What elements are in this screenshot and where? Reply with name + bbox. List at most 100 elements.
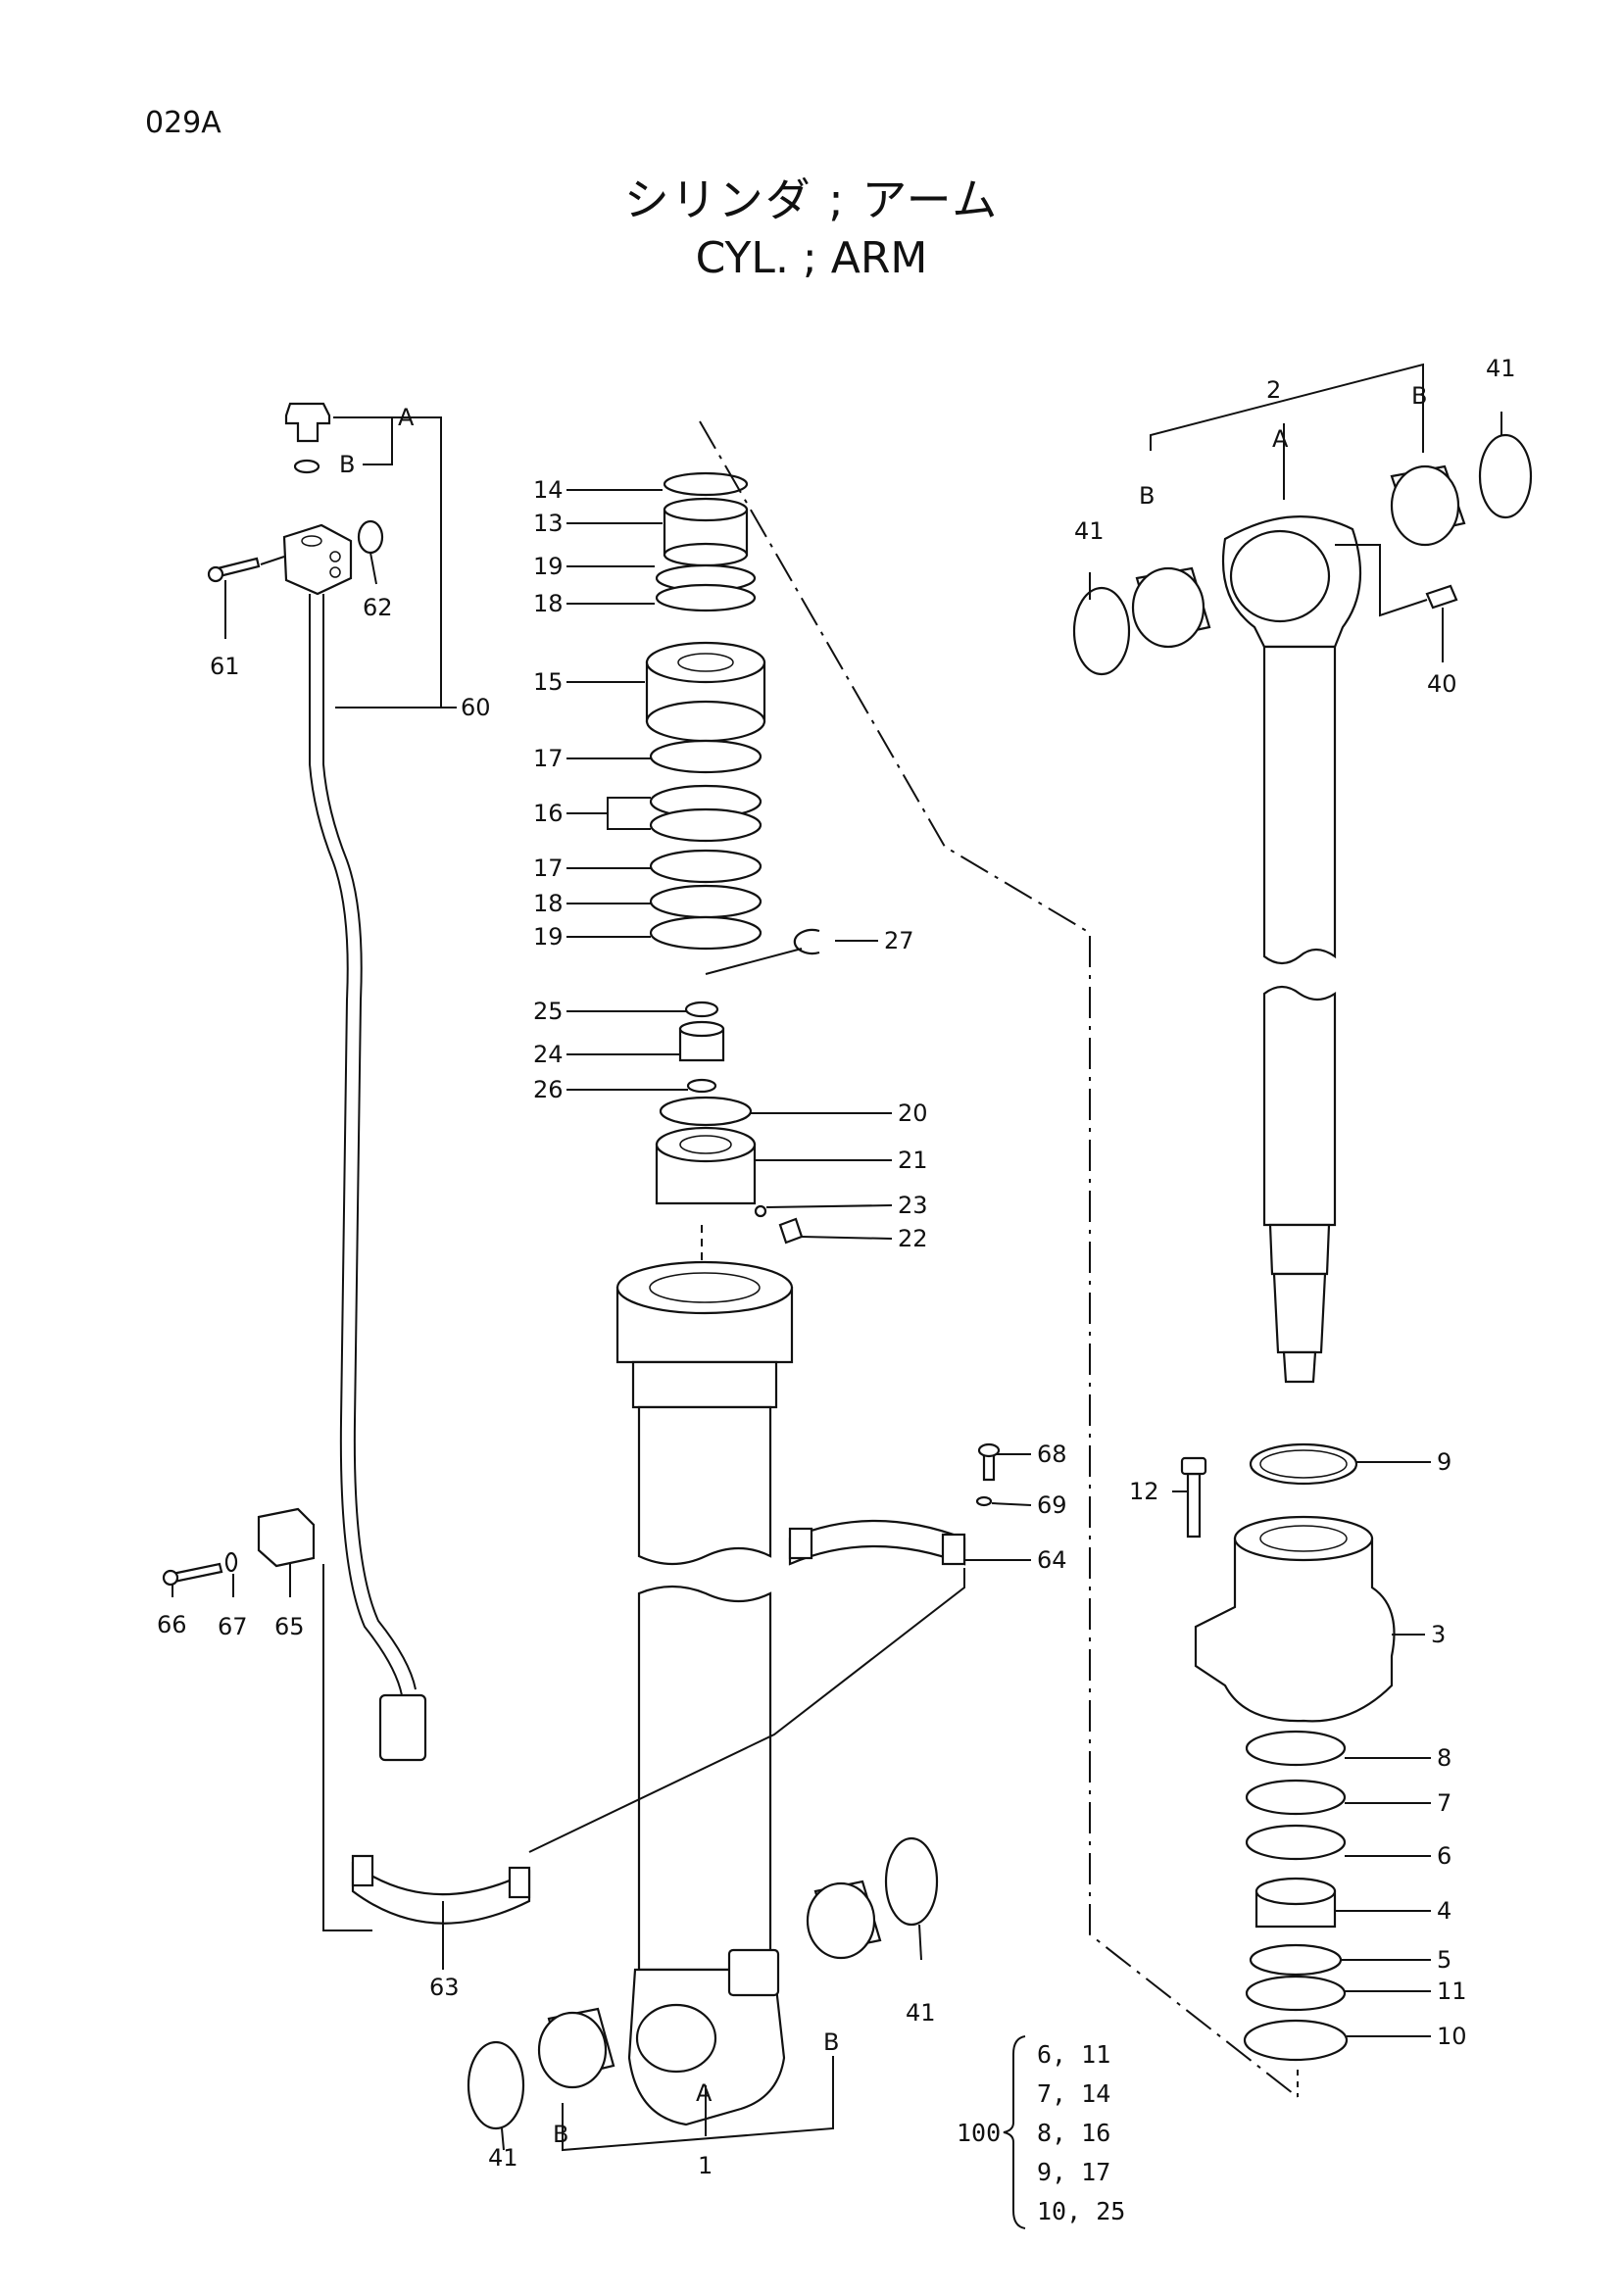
callout-69: 69: [1037, 1491, 1067, 1519]
ring-icon: [1245, 1824, 1347, 1861]
washer-icon: [975, 1495, 993, 1507]
hose-assembly: [207, 402, 457, 1762]
callout-67: 67: [218, 1613, 248, 1640]
callout-19: 19: [533, 553, 564, 580]
seal-kit-brace: [1003, 2035, 1026, 2229]
head-assembly: [1180, 1442, 1396, 2097]
snap-ring-icon: [793, 928, 820, 955]
callout-9: 9: [1437, 1448, 1451, 1476]
callout-17: 17: [533, 855, 564, 882]
letter-key-b: B: [1411, 382, 1427, 410]
callout-10: 10: [1437, 2023, 1467, 2050]
bolt-icon: [982, 1452, 996, 1482]
callout-41: 41: [906, 1999, 936, 2027]
bolt-icon: [216, 557, 261, 578]
o-ring-icon: [293, 459, 320, 474]
letter-key-b: B: [553, 2121, 568, 2148]
clamp-icon: [351, 1861, 531, 1925]
callout-21: 21: [898, 1147, 928, 1174]
o-ring-icon: [1243, 2019, 1349, 2062]
o-ring-icon: [659, 1096, 753, 1127]
callout-24: 24: [533, 1041, 564, 1068]
seal-kit-row: 9, 17: [1037, 2158, 1111, 2186]
cylinder-tube: [467, 1260, 939, 2152]
elbow-block-icon: [282, 523, 353, 596]
callout-17: 17: [533, 745, 564, 772]
ring-icon: [684, 1001, 719, 1018]
rod-icon: [1262, 645, 1337, 965]
title-japanese: シリンダ ; アーム: [623, 173, 1000, 226]
block-icon: [257, 1507, 316, 1568]
callout-4: 4: [1437, 1897, 1451, 1925]
grease-fitting-icon: [1425, 584, 1458, 610]
ring-icon: [655, 583, 757, 612]
callout-15: 15: [533, 668, 564, 696]
seal-ring-icon: [1072, 586, 1131, 676]
callout-64: 64: [1037, 1546, 1067, 1574]
letter-key-a: A: [696, 2079, 713, 2107]
callout-8: 8: [1437, 1744, 1451, 1772]
callout-25: 25: [533, 998, 564, 1025]
ring-icon: [1245, 1975, 1347, 2012]
seal-ring-icon: [1478, 433, 1533, 519]
callout-18: 18: [533, 590, 564, 617]
callout-26: 26: [533, 1076, 564, 1103]
ring-icon: [1245, 1779, 1347, 1816]
leader-lines: [172, 412, 1502, 2151]
seal-icon: [663, 471, 749, 497]
ring-icon: [649, 884, 762, 919]
seal-kit-row: 8, 16: [1037, 2119, 1111, 2147]
callout-2: 2: [1266, 376, 1281, 404]
callout-41: 41: [1074, 517, 1105, 545]
callout-27: 27: [884, 927, 914, 954]
phantom-line: [699, 420, 1299, 2098]
callout-12: 12: [1129, 1478, 1159, 1505]
callout-18: 18: [533, 890, 564, 917]
letter-key-a: A: [1272, 425, 1289, 453]
callout-41: 41: [1486, 355, 1516, 382]
bolt-icon: [1186, 1472, 1202, 1539]
callout-66: 66: [157, 1611, 187, 1638]
callout-19: 19: [533, 923, 564, 951]
callout-6: 6: [1437, 1842, 1451, 1870]
callout-3: 3: [1431, 1621, 1446, 1648]
callout-13: 13: [533, 510, 564, 537]
letter-key-a: A: [398, 404, 415, 431]
seal-ring-icon: [1249, 1442, 1358, 1486]
piston-stack: [645, 471, 820, 1264]
seal-kit-row: 10, 25: [1037, 2197, 1126, 2225]
seal-ring-icon: [884, 1836, 939, 1927]
ring-icon: [649, 739, 762, 774]
callout-40: 40: [1427, 670, 1457, 698]
seal-kit-row: 7, 14: [1037, 2079, 1111, 2108]
callout-61: 61: [210, 653, 240, 680]
callout-41: 41: [488, 2144, 518, 2172]
page-code: 029A: [145, 106, 221, 140]
plug-icon: [284, 402, 331, 443]
cylinder-head-icon: [1194, 1537, 1396, 1723]
hose-pipe-icon: [309, 594, 403, 1696]
set-screw-icon: [778, 1217, 804, 1245]
o-ring-icon: [357, 519, 384, 555]
callout-7: 7: [1437, 1789, 1451, 1817]
callout-62: 62: [363, 594, 393, 621]
seal-kit-row: 6, 11: [1037, 2040, 1111, 2069]
callout-68: 68: [1037, 1441, 1067, 1468]
callout-63: 63: [429, 1974, 460, 2001]
callout-14: 14: [533, 476, 564, 504]
seal-kit-number: 100: [957, 2119, 1002, 2147]
hose-fitting-icon: [378, 1693, 427, 1762]
washer-icon: [224, 1551, 238, 1573]
ring-icon: [649, 849, 762, 884]
callout-60: 60: [461, 694, 491, 721]
clamp-icon: [788, 1519, 966, 1566]
letter-key-b: B: [339, 451, 355, 478]
letter-key-b: B: [823, 2028, 839, 2056]
title-english: CYL. ; ARM: [695, 233, 928, 283]
letter-key-b: B: [1139, 482, 1155, 510]
ring-icon: [686, 1078, 717, 1094]
clamps: [162, 1442, 1001, 1931]
callout-20: 20: [898, 1099, 928, 1127]
bolt-icon: [171, 1562, 223, 1584]
callout-11: 11: [1437, 1978, 1467, 2005]
